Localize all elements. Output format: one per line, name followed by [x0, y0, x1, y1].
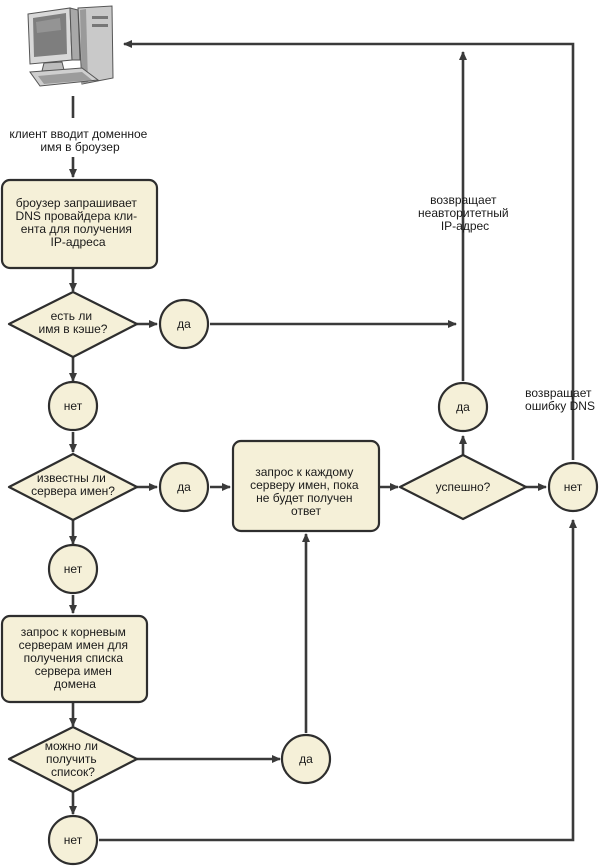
edge-dns-error-return: [123, 40, 575, 460]
browser-asks-line: DNS провайдера кли-: [16, 209, 138, 223]
can-get-list-line: получить: [46, 752, 97, 766]
yes-cache-label: да: [177, 317, 191, 331]
yes-success-label: да: [456, 400, 470, 414]
query-root-line: серверам имен для: [19, 638, 128, 652]
can-get-list-line: список?: [51, 765, 95, 779]
known-servers-diamond: известны ли сервера имен?: [7, 452, 139, 522]
name-in-cache-line: имя в кэше?: [39, 322, 108, 336]
browser-asks-box: броузер запрашивает DNS провайдера кли- …: [0, 178, 159, 270]
can-get-list-line: можно ли: [45, 739, 98, 753]
browser-asks-line: броузер запрашивает: [16, 196, 138, 210]
client-enters-line: имя в броузер: [40, 140, 120, 154]
query-root-line: получения списка: [24, 651, 124, 665]
svg-text:есть ли имя в кэше?: есть ли имя в кэше?: [39, 309, 108, 336]
known-servers-line: сервера имен?: [31, 484, 115, 498]
returns-dns-error-line: возвращает: [525, 386, 592, 400]
query-each-line: ответ: [291, 504, 321, 518]
query-each-line: не будет получен: [256, 491, 352, 505]
returns-dns-error-line: ошибку DNS: [525, 399, 595, 413]
client-enters-label: клиент вводит доменное имя в броузер: [9, 127, 150, 154]
no-known-circle: нет: [47, 543, 99, 595]
query-root-line: сервера имен: [35, 664, 112, 678]
query-each-server-box: запрос к каждому серверу имен, пока не б…: [231, 439, 381, 533]
successful-diamond: успешно?: [398, 453, 528, 521]
no-known-label: нет: [64, 562, 83, 576]
name-in-cache-diamond: есть ли имя в кэше?: [7, 290, 139, 359]
svg-text:можно ли получить: можно ли получить список?: [45, 739, 102, 779]
no-list-label: нет: [64, 833, 83, 847]
can-get-list-diamond: можно ли получить список?: [7, 725, 139, 794]
query-root-servers-box: запрос к корневым серверам имен для полу…: [0, 614, 149, 704]
no-cache-label: нет: [64, 399, 83, 413]
desktop-computer-icon: [27, 5, 114, 87]
connectors: [69, 40, 577, 842]
yes-success-circle: да: [437, 381, 489, 433]
returns-nonauth-line: неавторитетный: [418, 206, 509, 220]
client-enters-line: клиент вводит доменное: [9, 127, 147, 141]
svg-text:запрос к каждому серверу: запрос к каждому серверу имен, пока не б…: [250, 465, 362, 518]
no-cache-circle: нет: [47, 380, 99, 432]
returns-nonauth-label: возвращает неавторитетный IP-адрес: [418, 193, 512, 233]
successful-line: успешно?: [436, 480, 491, 494]
no-success-circle: нет: [547, 461, 599, 513]
edge-no-list-route: [99, 519, 577, 842]
svg-text:успешно?: успешно?: [436, 480, 491, 494]
yes-known-circle: да: [158, 461, 210, 513]
query-each-line: серверу имен, пока: [250, 478, 359, 492]
browser-asks-line: ента для получения: [21, 222, 132, 236]
yes-list-circle: да: [280, 733, 332, 785]
yes-cache-circle: да: [158, 298, 210, 350]
query-root-line: домена: [54, 677, 96, 691]
query-each-line: запрос к каждому: [255, 465, 353, 479]
yes-known-label: да: [177, 480, 191, 494]
svg-text:запрос к корневым сервер: запрос к корневым серверам имен для полу…: [19, 625, 132, 691]
query-root-line: запрос к корневым: [21, 625, 126, 639]
yes-list-label: да: [299, 752, 313, 766]
no-list-circle: нет: [47, 814, 99, 866]
svg-text:броузер запрашивает DNS: броузер запрашивает DNS провайдера кли- …: [16, 196, 141, 249]
name-in-cache-line: есть ли: [51, 309, 92, 323]
known-servers-line: известны ли: [37, 471, 106, 485]
returns-nonauth-line: IP-адрес: [441, 219, 489, 233]
no-success-label: нет: [564, 480, 583, 494]
returns-nonauth-line: возвращает: [430, 193, 497, 207]
svg-text:известны ли сервера имен: известны ли сервера имен?: [31, 471, 115, 498]
returns-dns-error-label: возвращает ошибку DNS: [525, 386, 595, 413]
browser-asks-line: IP-адреса: [50, 235, 105, 249]
